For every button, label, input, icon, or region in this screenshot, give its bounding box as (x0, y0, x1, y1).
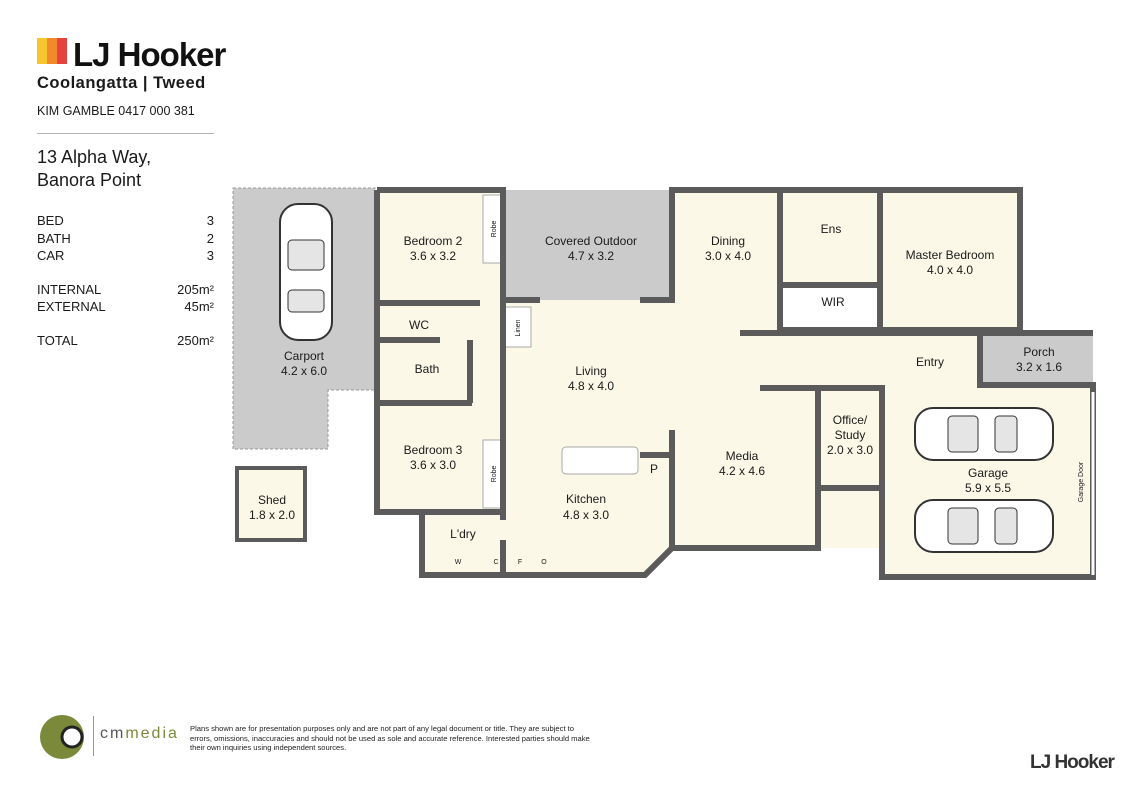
stat-total: TOTAL 250m² (37, 332, 214, 350)
room-size: 4.2 x 6.0 (281, 364, 327, 378)
room-label: L'dry (450, 527, 476, 541)
room-label: Office/ (833, 413, 868, 427)
room-size: 4.0 x 4.0 (927, 263, 973, 277)
brand-logo-bars (37, 38, 67, 64)
car-icon (279, 203, 333, 341)
room-label: Carport (284, 349, 325, 363)
room-label: Bedroom 2 (404, 234, 463, 248)
wordmark-part: cm (100, 725, 126, 742)
disclaimer: Plans shown are for presentation purpose… (190, 724, 590, 753)
room-label: Covered Outdoor (545, 234, 637, 248)
room-label: Ens (821, 222, 842, 236)
room-label: Entry (916, 355, 944, 369)
stat-value: 250m² (177, 332, 214, 348)
covered-outdoor-area (503, 190, 672, 300)
room-size: 3.2 x 1.6 (1016, 360, 1062, 374)
oven-label: O (541, 559, 547, 566)
room-size: 4.7 x 3.2 (568, 249, 614, 263)
room-label: WC (409, 318, 429, 332)
stat-value: 3 (206, 248, 214, 263)
stat-label: TOTAL (37, 332, 78, 348)
car-icon (914, 499, 1054, 553)
agent-contact: KIM GAMBLE 0417 000 381 (37, 104, 195, 118)
robe-label: Robe (491, 221, 498, 238)
stat-external: EXTERNAL 45m² (37, 298, 214, 316)
stat-bath: BATH 2 (37, 230, 214, 248)
footer-brand: LJ Hooker (1030, 752, 1115, 773)
room-label: WIR (821, 295, 845, 309)
stat-value: 2 (206, 230, 214, 246)
cupboard-label: C (493, 559, 498, 566)
property-address: 13 Alpha Way, Banora Point (37, 146, 151, 192)
interior-area (377, 190, 1093, 577)
stat-label: BED (37, 213, 64, 228)
wir-area (782, 285, 878, 330)
kitchen-island (561, 446, 639, 475)
divider (93, 716, 94, 756)
divider (37, 133, 214, 134)
stat-value: 3 (206, 213, 214, 228)
garage-door-label: Garage Door (1078, 461, 1085, 502)
stat-label: INTERNAL (37, 281, 102, 297)
room-label: Dining (711, 234, 745, 248)
pantry-label: P (650, 462, 658, 476)
room-size: 3.6 x 3.2 (410, 249, 456, 263)
room-label: Media (726, 449, 759, 463)
stat-internal: INTERNAL 205m² (37, 281, 214, 299)
cmmedia-logo (40, 715, 84, 759)
stat-value: 45m² (184, 299, 214, 314)
room-label: Living (575, 364, 606, 378)
wordmark-part: media (125, 725, 179, 742)
stat-label: BATH (37, 230, 71, 246)
room-label: Bedroom 3 (404, 443, 463, 457)
room-size: 4.8 x 4.0 (568, 379, 614, 393)
room-label: Porch (1023, 345, 1054, 359)
stat-value: 205m² (177, 281, 214, 297)
stat-label: CAR (37, 248, 65, 263)
stat-label: EXTERNAL (37, 299, 106, 314)
room-size: 5.9 x 5.5 (965, 481, 1011, 495)
room-label: Bath (415, 362, 440, 376)
linen-label: Linen (515, 319, 522, 336)
robe-label: Robe (491, 466, 498, 483)
cmmedia-wordmark: cmmedia (100, 725, 179, 743)
room-label: Garage (968, 466, 1008, 480)
brand-name: LJ Hooker (73, 36, 226, 73)
room-size: 4.2 x 4.6 (719, 464, 765, 478)
office-name: Coolangatta | Tweed (37, 74, 206, 92)
room-label: Master Bedroom (906, 248, 995, 262)
washer-label: W (455, 559, 462, 566)
room-size: 3.6 x 3.0 (410, 458, 456, 472)
fridge-label: F (518, 559, 522, 566)
stat-bed: BED 3 (37, 212, 214, 230)
shed-area (237, 468, 305, 540)
room-size: 2.0 x 3.0 (827, 443, 873, 457)
room-size: 3.0 x 4.0 (705, 249, 751, 263)
stat-car: CAR 3 (37, 247, 214, 265)
linen-cupboard (502, 306, 532, 348)
porch-area (980, 333, 1093, 385)
car-icon (914, 407, 1054, 461)
address-line1: 13 Alpha Way, (37, 147, 152, 167)
address-line2: Banora Point (37, 170, 142, 190)
room-label: Shed (258, 493, 286, 507)
property-stats: BED 3 BATH 2 CAR 3 INTERNAL 205m² EXTERNAL 45… (37, 212, 214, 349)
room-label: Kitchen (566, 492, 606, 506)
room-label: Study (835, 428, 866, 442)
shed-walls (235, 466, 307, 542)
room-size: 1.8 x 2.0 (249, 508, 295, 522)
room-size: 4.8 x 3.0 (563, 508, 609, 522)
